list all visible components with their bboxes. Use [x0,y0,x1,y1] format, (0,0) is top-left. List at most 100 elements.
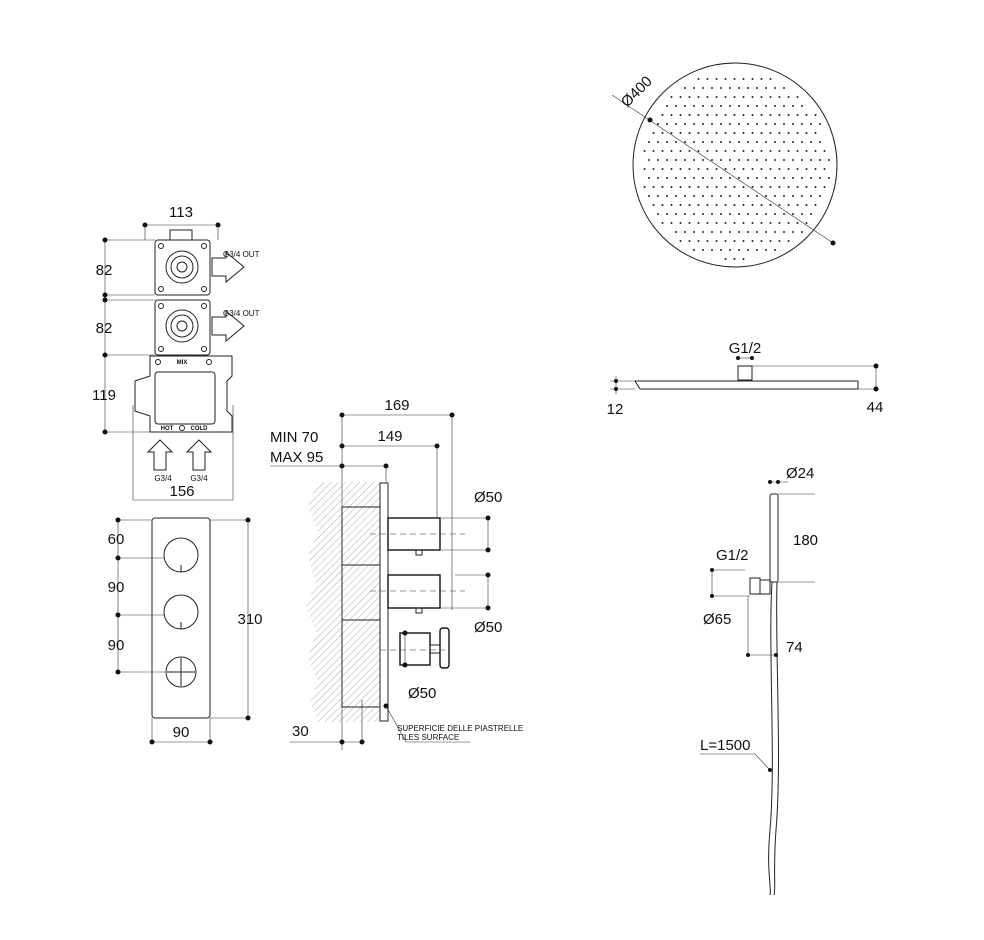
nozzle-dot [810,177,812,179]
nozzle-dot [756,177,758,179]
nozzle-dot [720,105,722,107]
nozzle-dot [711,123,713,125]
nozzle-dot [661,132,664,134]
nozzle-dots [643,78,830,260]
nozzle-dot [742,150,745,152]
nozzle-dot [751,132,754,134]
wall-hatching [306,482,380,722]
nozzle-dot [778,186,781,188]
nozzle-dot [657,123,659,125]
nozzle-dot [778,96,781,98]
nozzle-dot [742,204,745,206]
nozzle-dot [693,249,695,251]
nozzle-dot [810,213,812,215]
nozzle-dot [769,204,772,206]
nozzle-dot [679,222,682,224]
outlet-arrow-icon [211,309,245,343]
shower-head-side [634,380,859,390]
nozzle-dot [747,177,749,179]
faceplate-view: 60 90 90 310 90 [108,517,263,745]
nozzle-dot [684,123,686,125]
nozzle-dot [666,159,668,161]
shower-head-top [632,62,838,268]
nozzle-dot [661,222,664,224]
nozzle-dot [724,204,727,206]
nozzle-dot [702,249,704,251]
nozzle-dot [715,150,718,152]
nozzle-dot [819,141,821,143]
nozzle-dot [819,159,821,161]
nozzle-dot [670,96,673,98]
nozzle-dot [670,204,673,206]
nozzle-dot [805,132,808,134]
nozzle-dot [796,150,799,152]
nozzle-dot [688,168,691,170]
nozzle-dot [823,168,826,170]
hand-shower-view: Ø24 180 G1/2 Ø65 74 L=1500 [700,465,818,896]
nozzle-dot [756,141,758,143]
nozzle-dot [738,213,740,215]
nozzle-dot [778,168,781,170]
nozzle-dot [751,186,754,188]
nozzle-dot [724,240,727,242]
nozzle-dot [702,213,704,215]
nozzle-dot [778,150,781,152]
nozzle-dot [648,177,650,179]
nozzle-dot [697,240,700,242]
nozzle-dot [688,186,691,188]
nozzle-dot [733,258,736,260]
nozzle-dot [747,249,749,251]
nozzle-dot [675,141,677,143]
inlet-label: G3/4 [154,474,172,483]
nozzle-dot [823,150,826,152]
dim-d2: 90 [108,579,125,596]
nozzle-dot [715,168,718,170]
dim-mixer: 119 [92,387,116,404]
nozzle-dot [819,177,821,179]
nozzle-dot [756,87,758,89]
nozzle-dot [760,132,763,134]
nozzle-dot [796,186,799,188]
nozzle-dot [657,159,659,161]
nozzle-dot [679,132,682,134]
nozzle-dot [706,186,709,188]
mixer-box [134,355,233,433]
dim-149: 149 [377,428,402,445]
nozzle-dot [697,168,700,170]
nozzle-dot [715,114,718,116]
nozzle-dot [715,240,718,242]
nozzle-dot [760,96,763,98]
nozzle-dot [670,186,673,188]
nozzle-dot [742,96,745,98]
nozzle-dot [751,96,754,98]
nozzle-dot [828,159,830,161]
nozzle-dot [783,105,785,107]
nozzle-dot [697,78,700,80]
nozzle-dot [769,186,772,188]
hose [768,581,773,896]
nozzle-dot [792,231,794,233]
nozzle-dot [729,159,731,161]
tile-plate [379,482,389,722]
nozzle-dot [688,96,691,98]
nozzle-dot [679,96,682,98]
nozzle-dot [760,240,763,242]
nozzle-dot [693,159,695,161]
nozzle-dot [787,168,790,170]
nozzle-dot [711,231,713,233]
valve-box-view: 113 G3/4 OUT G3/4 OUT MIX HOT COLD G3/4 … [92,204,260,501]
nozzle-dot [702,141,704,143]
nozzle-dot [769,222,772,224]
nozzle-dot [778,132,781,134]
nozzle-dot [733,150,736,152]
nozzle-dot [774,249,776,251]
mix-label: MIX [177,360,188,366]
dim-head-height: 44 [867,399,884,416]
nozzle-dot [756,159,758,161]
nozzle-dot [810,159,812,161]
nozzle-dot [711,105,713,107]
dim-knob1: Ø50 [474,489,502,506]
nozzle-dot [720,231,722,233]
nozzle-dot [652,132,655,134]
